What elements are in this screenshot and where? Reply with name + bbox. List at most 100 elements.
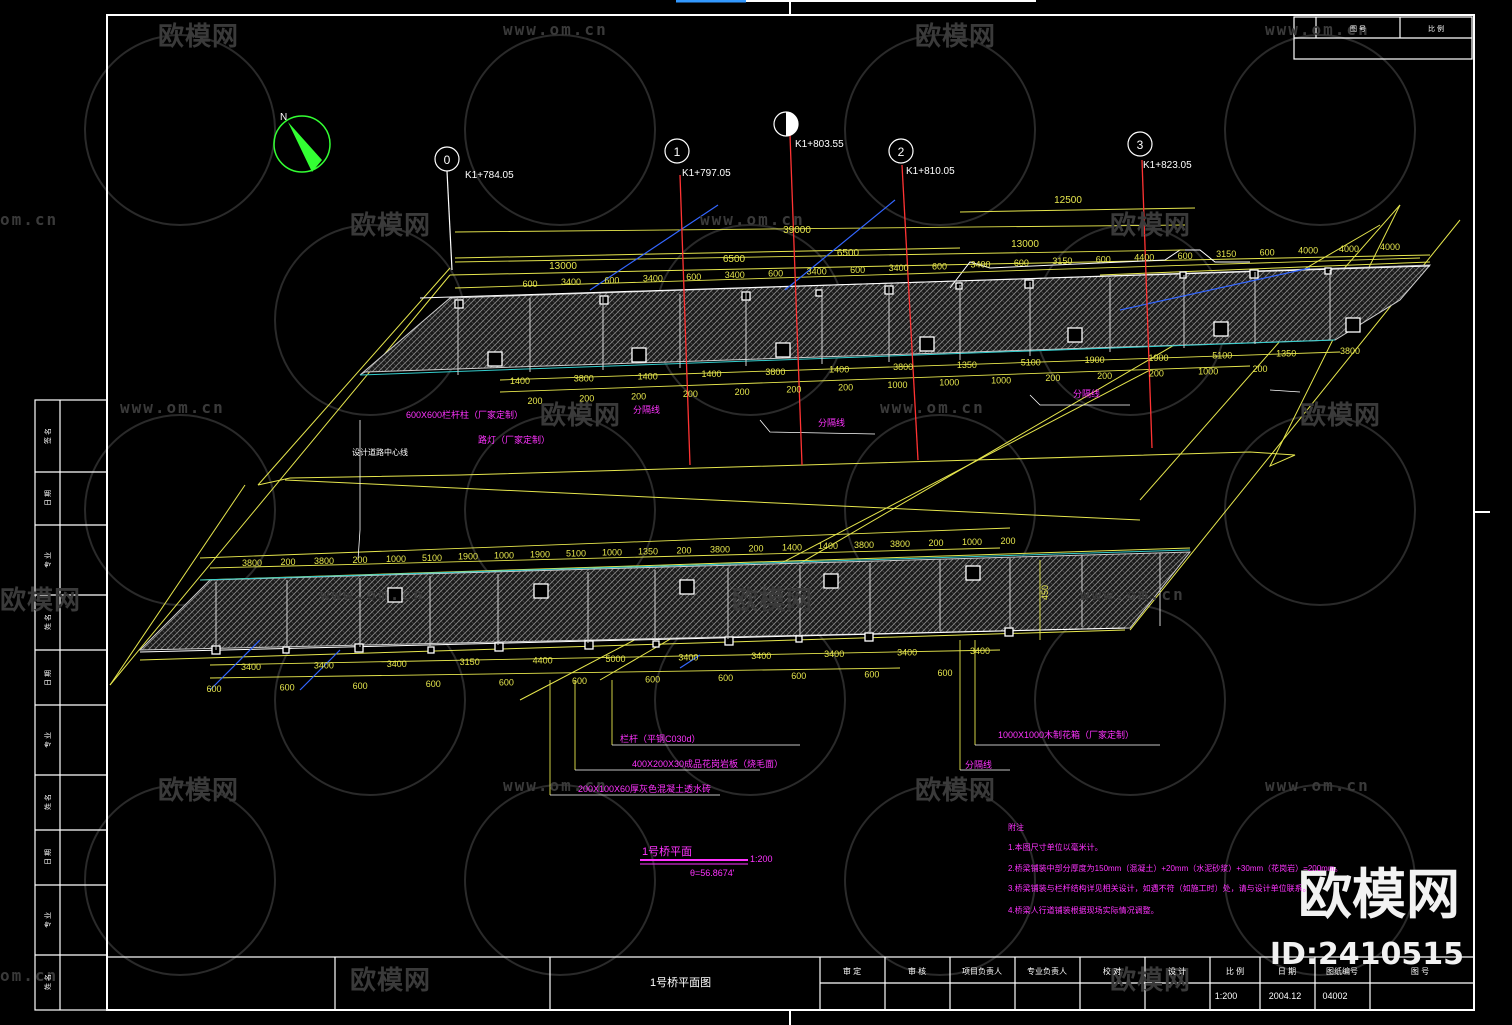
dim-value: 4000 (1380, 242, 1400, 252)
notes-block: 附注 1.本图尺寸单位以毫米计。 2.桥梁铺装中部分厚度为150mm（混凝土）+… (1008, 822, 1343, 915)
tb-header: 项目负责人 (962, 966, 1002, 976)
station-label: K1+803.55 (795, 139, 844, 150)
bottom-title-block (106, 956, 1475, 1011)
dim-value: 1350 (1276, 348, 1296, 358)
callout-street-lamp: 路灯（厂家定制） (478, 434, 550, 445)
plan-scale: 1:200 (750, 854, 773, 864)
dim-value: 200 (735, 387, 750, 397)
dim-span: 13000 (1011, 239, 1039, 250)
dim-value: 1400 (638, 371, 658, 381)
dim-value: 600 (572, 676, 587, 686)
tb-header: 图纸编号 (1326, 966, 1358, 976)
dim-value: 1000 (962, 537, 982, 547)
deck-dividers (215, 270, 1331, 650)
left-strip-label: 专 业 (43, 732, 52, 748)
drawing-title: 1号桥平面图 (650, 976, 711, 989)
watermark-id: ID:2410515 (1269, 937, 1464, 972)
dim-value: 5100 (422, 553, 442, 563)
dim-value: 200 (1097, 371, 1112, 381)
callout-divider: 分隔线 (633, 404, 660, 415)
dim-value: 3400 (751, 651, 771, 661)
dim-value: 5100 (1212, 351, 1232, 361)
callout-divider: 分隔线 (965, 759, 992, 770)
top-dimension-text: 39000 12500 13000 6500 6500 13000 (549, 195, 1082, 272)
dim-value: 3800 (1340, 346, 1360, 356)
left-strip-label: 专 业 (43, 912, 52, 928)
dim-value: 200 (527, 396, 542, 406)
dim-value: 3150 (1052, 256, 1072, 266)
left-strip-label: 日 期 (44, 849, 52, 865)
callout-divider: 分隔线 (1073, 388, 1100, 399)
tb-date: 2004.12 (1269, 991, 1302, 1001)
callout-text: 600X600栏杆柱（厂家定制） 路灯（厂家定制） 分隔线 分隔线 分隔线 栏杆… (406, 388, 1134, 794)
dim-value: 600 (1260, 247, 1275, 257)
left-strip-label: 姓 名 (43, 974, 52, 990)
dim-value: 3800 (242, 558, 262, 568)
dim-value: 600 (206, 684, 221, 694)
dim-value: 200 (838, 382, 853, 392)
north-arrow (273, 115, 331, 173)
dim-value: 3400 (897, 648, 917, 658)
watermark-circles (84, 34, 1416, 976)
callout-divider: 分隔线 (818, 417, 845, 428)
dim-value: 200 (280, 557, 295, 567)
station-label: K1+784.05 (465, 170, 514, 181)
dim-value: 3400 (561, 277, 581, 287)
tb-header: 审 定 (843, 966, 861, 976)
dim-value: 200 (786, 385, 801, 395)
top-right-title-block (1293, 16, 1473, 60)
dim-value: 1900 (530, 550, 550, 560)
title-block-values: 1:200 2004.12 04002 (1215, 991, 1348, 1001)
dim-value: 1000 (386, 554, 406, 564)
dim-value: 1000 (991, 375, 1011, 385)
axis-number: 2 (898, 145, 905, 159)
tb-header: 图 号 (1411, 967, 1429, 976)
dim-value: 200 (683, 389, 698, 399)
axis-number: 0 (444, 153, 451, 167)
dim-value: 1400 (510, 376, 530, 386)
tb-header: 校 对 (1103, 966, 1121, 976)
dim-value: 600 (768, 268, 783, 278)
top-right-block-text: 图 号 比 例 (1350, 24, 1444, 33)
dimension-lines (199, 224, 1421, 795)
dim-value: 600 (426, 679, 441, 689)
dim-value: 200 (1045, 373, 1060, 383)
callout-railing-post: 600X600栏杆柱（厂家定制） (406, 409, 523, 420)
callout-planter: 1000X1000木制花箱（厂家定制） (998, 729, 1134, 740)
dim-value: 3800 (854, 540, 874, 550)
station-label: K1+823.05 (1143, 160, 1192, 171)
callout-railing: 栏杆（平钢C030d） (620, 733, 701, 744)
dim-value: 3800 (890, 539, 910, 549)
plan-angle: θ=56.8674' (690, 868, 735, 878)
dim-value: 600 (522, 279, 537, 289)
dim-value: 600 (604, 276, 619, 286)
watermark-logo-text: 欧模网 (1298, 863, 1460, 926)
dim-value: 1000 (494, 551, 514, 561)
left-strip-label: 专 业 (43, 552, 52, 568)
dim-value: 3800 (574, 374, 594, 384)
dim-value: 200 (1149, 369, 1164, 379)
tb-header: 设 计 (1168, 966, 1186, 976)
dim-value: 3400 (643, 274, 663, 284)
dim-value: 4400 (533, 656, 553, 666)
dim-value: 600 (718, 673, 733, 683)
dim-value: 3400 (889, 263, 909, 273)
dim-value: 200 (631, 391, 646, 401)
dim-value: 4400 (1134, 253, 1154, 263)
dim-value: 3800 (710, 544, 730, 554)
note-item: 2.桥梁铺装中部分厚度为150mm（混凝土）+20mm（水泥砂浆）+30mm（花… (1008, 863, 1343, 873)
dim-value: 3400 (678, 652, 698, 662)
dim-value: 200 (1000, 536, 1015, 546)
dim-value: 1350 (957, 360, 977, 370)
tb-header: 审 核 (908, 966, 926, 976)
dim-value: 3400 (387, 659, 407, 669)
dim-value: 5100 (566, 549, 586, 559)
dim-value: 1000 (602, 548, 622, 558)
note-item: 4.桥梁人行道铺装根据现场实际情况调整。 (1008, 905, 1159, 915)
dim-value: 3400 (807, 267, 827, 277)
left-strip-label: 姓 名 (43, 794, 52, 810)
dim-value: 200 (579, 394, 594, 404)
